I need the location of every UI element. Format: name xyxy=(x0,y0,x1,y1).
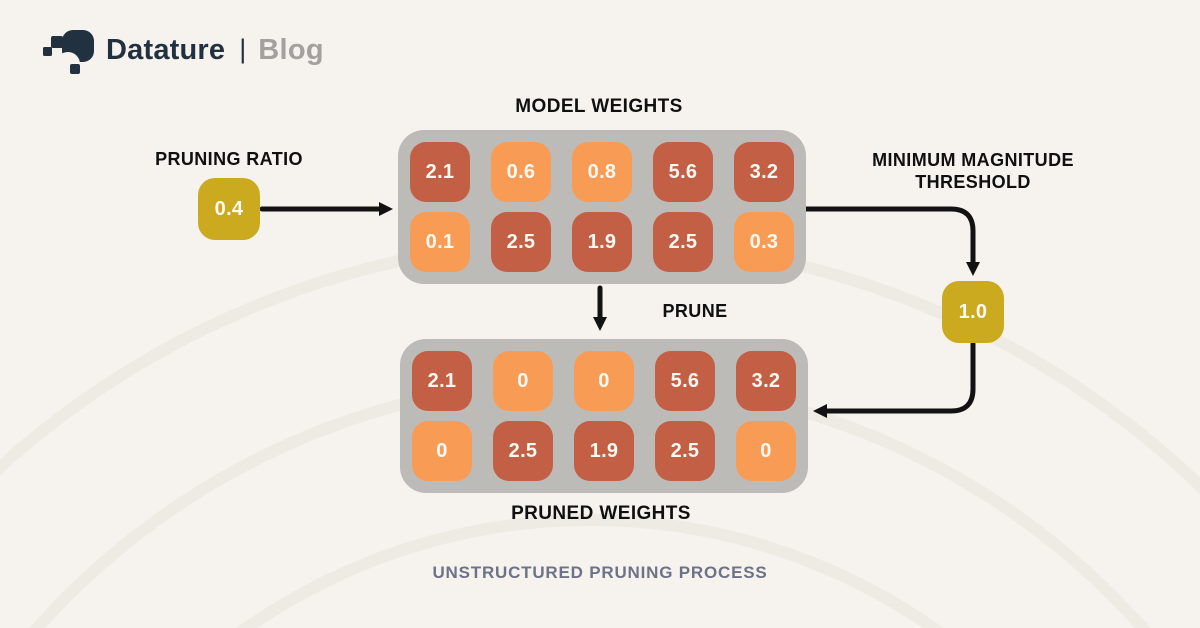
model-weight-cell: 1.9 xyxy=(572,212,632,272)
pruned-weights-label: PRUNED WEIGHTS xyxy=(511,503,691,524)
pruned-weight-cell: 0 xyxy=(574,351,634,411)
model-weight-cell: 0.8 xyxy=(572,142,632,202)
model-weights-panel: 2.1 0.6 0.8 5.6 3.2 0.1 2.5 1.9 2.5 0.3 xyxy=(398,130,806,284)
model-weights-label: MODEL WEIGHTS xyxy=(515,96,683,117)
pruned-weights-panel: 2.1 0 0 5.6 3.2 0 2.5 1.9 2.5 0 xyxy=(400,339,808,493)
model-weight-cell: 0.6 xyxy=(491,142,551,202)
pruned-weight-cell: 0 xyxy=(736,421,796,481)
pruned-weight-cell: 1.9 xyxy=(574,421,634,481)
pruning-ratio-value-chip: 0.4 xyxy=(198,178,260,240)
pruned-weight-cell: 2.1 xyxy=(412,351,472,411)
pruned-weight-cell: 3.2 xyxy=(736,351,796,411)
model-weight-cell: 2.1 xyxy=(410,142,470,202)
threshold-in-arrow xyxy=(803,206,980,276)
model-weight-cell: 2.5 xyxy=(491,212,551,272)
model-weight-cell: 3.2 xyxy=(734,142,794,202)
pruned-weight-cell: 0 xyxy=(412,421,472,481)
datature-logo-icon xyxy=(43,30,94,74)
brand-name: Datature xyxy=(106,33,226,66)
threshold-out-arrow xyxy=(813,341,976,418)
pruning-ratio-label: PRUNING RATIO xyxy=(155,149,303,169)
threshold-value-chip: 1.0 xyxy=(942,281,1004,343)
model-weight-cell: 0.1 xyxy=(410,212,470,272)
pruned-weight-cell: 2.5 xyxy=(493,421,553,481)
brand-section-blog: Blog xyxy=(258,33,324,66)
prune-label: PRUNE xyxy=(662,301,728,321)
brand-divider: | xyxy=(239,33,247,64)
minimum-magnitude-threshold-label: MINIMUM MAGNITUDE THRESHOLD xyxy=(872,150,1074,192)
model-weight-cell: 0.3 xyxy=(734,212,794,272)
diagram-caption: UNSTRUCTURED PRUNING PROCESS xyxy=(432,563,768,582)
pruned-weight-cell: 2.5 xyxy=(655,421,715,481)
model-weight-cell: 5.6 xyxy=(653,142,713,202)
model-weight-cell: 2.5 xyxy=(653,212,713,272)
brand-header: Datature | Blog xyxy=(42,26,324,74)
pruned-weight-cell: 5.6 xyxy=(655,351,715,411)
pruned-weight-cell: 0 xyxy=(493,351,553,411)
